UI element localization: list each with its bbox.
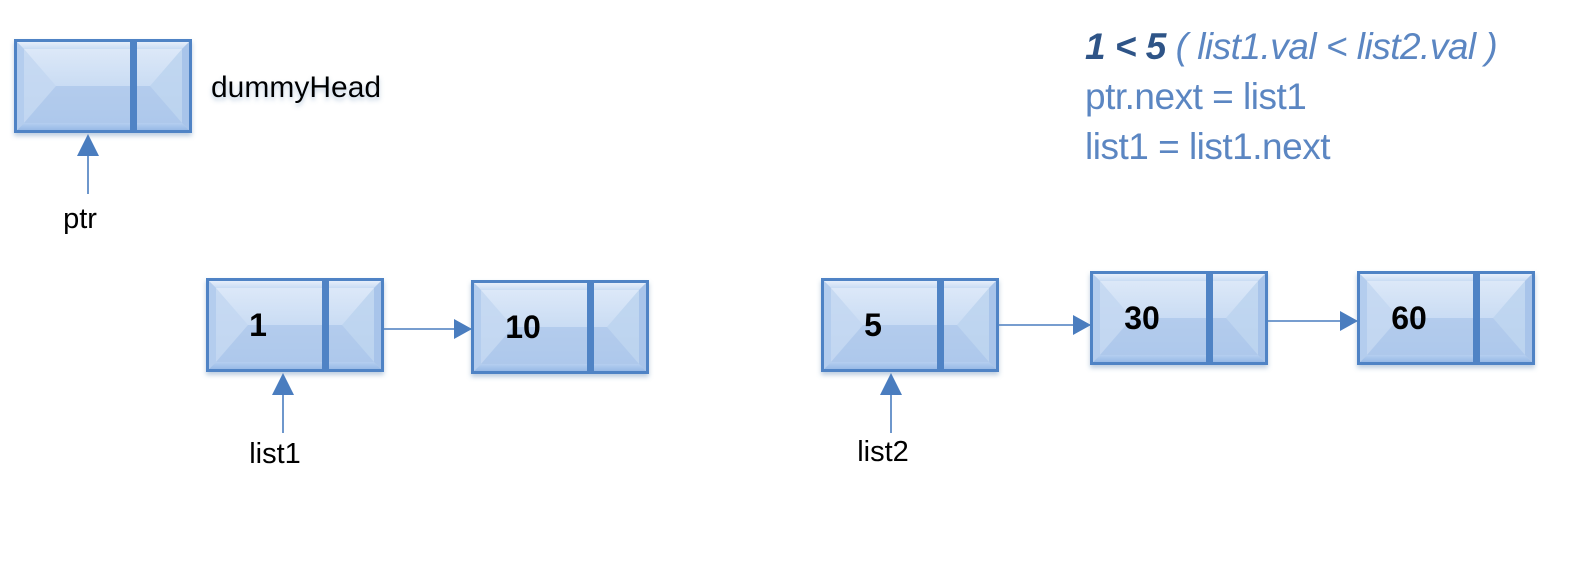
- pointer-arrowhead: [77, 134, 99, 156]
- node-shade-right: [342, 288, 374, 362]
- node-bevel-left: [822, 279, 831, 371]
- list-node-l2b: 30: [1090, 271, 1268, 365]
- next-pointer-arrowhead: [454, 319, 472, 339]
- node-bevel-left: [472, 281, 481, 373]
- pointer-label: list1: [249, 438, 301, 470]
- pointer-list1: list1: [249, 373, 301, 470]
- node-shade-right: [1226, 281, 1258, 355]
- node-border: [14, 39, 192, 133]
- node-bevel-top: [822, 279, 998, 288]
- node-border: [1357, 271, 1535, 365]
- node-bevel-right: [1258, 272, 1267, 364]
- node-value-label: 1: [249, 307, 267, 343]
- node-shade-left: [24, 49, 56, 123]
- pointer-arrowhead: [880, 373, 902, 395]
- node-bevel-left: [207, 279, 216, 371]
- node-shade-left: [481, 290, 513, 364]
- node-shade-bottom: [1100, 318, 1258, 355]
- node-divider: [587, 282, 594, 372]
- comparison-values: 1 < 5: [1085, 26, 1166, 67]
- node-shade-right: [1493, 281, 1525, 355]
- node-border: [1090, 271, 1268, 365]
- node-border: [821, 278, 999, 372]
- node-name-label: dummyHead: [211, 71, 381, 104]
- node-divider: [1206, 273, 1213, 363]
- node-value-label: 5: [864, 307, 882, 343]
- pointers-layer: ptr list1 list2: [63, 134, 909, 470]
- node-bevel-left: [15, 40, 24, 132]
- node-bevel-bottom: [472, 364, 648, 373]
- node-shade-bottom: [216, 325, 374, 362]
- nodes-layer: dummyHead 1 10 5 30 60: [14, 39, 1535, 374]
- node-shade-right: [150, 49, 182, 123]
- list-node-l1b: 10: [471, 280, 649, 374]
- node-shade-bottom: [1367, 318, 1525, 355]
- pointer-arrowhead: [272, 373, 294, 395]
- code-line-advance-list1: list1 = list1.next: [1085, 126, 1330, 167]
- node-bevel-right: [374, 279, 383, 371]
- pointer-list2: list2: [857, 373, 909, 468]
- code-explanation: 1 < 5 ( list1.val < list2.val ) ptr.next…: [1085, 22, 1575, 172]
- node-value-label: 10: [505, 309, 541, 345]
- node-bevel-top: [1091, 272, 1267, 281]
- node-divider: [1473, 273, 1480, 363]
- node-border: [206, 278, 384, 372]
- node-value-label: 30: [1124, 300, 1160, 336]
- list-node-l2c: 60: [1357, 271, 1535, 365]
- node-shade-bottom: [831, 325, 989, 362]
- node-bevel-top: [207, 279, 383, 288]
- node-bevel-top: [15, 40, 191, 49]
- list-node-dummy: dummyHead: [14, 39, 381, 133]
- comparison-description: ( list1.val < list2.val ): [1165, 26, 1498, 67]
- node-value-label: 60: [1391, 300, 1427, 336]
- pointer-label: list2: [857, 436, 909, 468]
- node-bevel-right: [639, 281, 648, 373]
- node-bevel-top: [1358, 272, 1534, 281]
- node-bevel-bottom: [822, 362, 998, 371]
- node-divider: [130, 41, 137, 131]
- code-line-assign-next: ptr.next = list1: [1085, 76, 1307, 117]
- node-bevel-right: [182, 40, 191, 132]
- node-shade-bottom: [24, 86, 182, 123]
- node-bevel-bottom: [1358, 355, 1534, 364]
- node-divider: [322, 280, 329, 370]
- next-pointer-arrowhead: [1340, 311, 1358, 331]
- list-node-l1a: 1: [206, 278, 384, 372]
- node-shade-left: [1100, 281, 1132, 355]
- node-bevel-right: [989, 279, 998, 371]
- node-bevel-top: [472, 281, 648, 290]
- node-bevel-right: [1525, 272, 1534, 364]
- node-shade-left: [1367, 281, 1399, 355]
- node-bevel-bottom: [1091, 355, 1267, 364]
- list-node-l2a: 5: [821, 278, 999, 372]
- node-shade-bottom: [481, 327, 639, 364]
- node-shade-right: [957, 288, 989, 362]
- node-bevel-bottom: [207, 362, 383, 371]
- next-pointer-arrowhead: [1073, 315, 1091, 335]
- node-bevel-bottom: [15, 123, 191, 132]
- node-bevel-left: [1358, 272, 1367, 364]
- code-line-comparison: 1 < 5 ( list1.val < list2.val ): [1085, 22, 1575, 72]
- node-shade-right: [607, 290, 639, 364]
- node-shade-left: [831, 288, 863, 362]
- pointer-ptr: ptr: [63, 134, 99, 235]
- node-shade-left: [216, 288, 248, 362]
- node-divider: [937, 280, 944, 370]
- node-border: [471, 280, 649, 374]
- node-bevel-left: [1091, 272, 1100, 364]
- pointer-label: ptr: [63, 203, 97, 235]
